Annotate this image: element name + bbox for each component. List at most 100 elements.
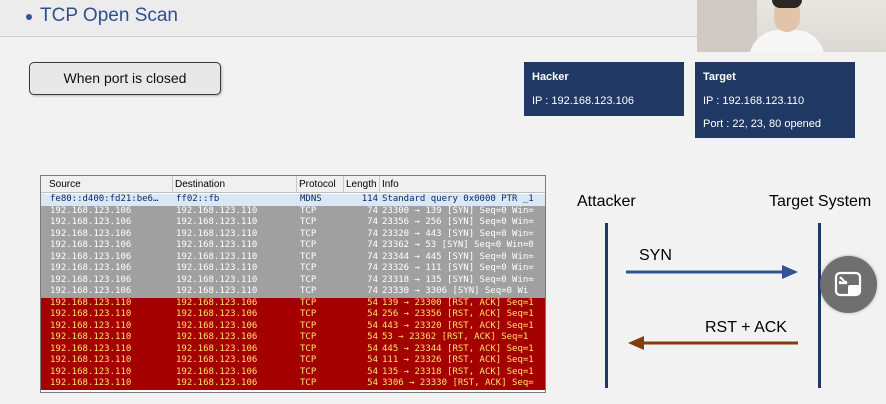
- packet-info: 443 → 23320 [RST, ACK] Seq=1: [382, 320, 534, 331]
- packet-source: 192.168.123.110: [50, 297, 132, 308]
- packet-destination: 192.168.123.106: [176, 378, 258, 388]
- packet-protocol: TCP: [300, 286, 317, 296]
- packet-source: 192.168.123.106: [50, 240, 132, 250]
- packet-length: 54: [367, 366, 378, 377]
- hacker-title: Hacker: [532, 71, 569, 83]
- packet-info: 23362 → 53 [SYN] Seq=0 Win=0: [382, 240, 534, 250]
- attacker-label: Attacker: [577, 193, 636, 210]
- packet-length: 74: [367, 274, 378, 285]
- packet-length: 74: [367, 286, 378, 296]
- packet-info: Standard query 0x0000 PTR _1: [382, 194, 534, 204]
- packet-source: fe80::d400:fd21:be6…: [50, 194, 159, 204]
- packet-destination: 192.168.123.110: [176, 274, 258, 285]
- packet-destination: 192.168.123.106: [176, 332, 258, 342]
- packet-source: 192.168.123.106: [50, 286, 132, 296]
- packet-source: 192.168.123.110: [50, 309, 132, 319]
- packet-destination: 192.168.123.110: [176, 263, 258, 273]
- presenter-webcam: [697, 0, 886, 52]
- packet-info: 135 → 23318 [RST, ACK] Seq=1: [382, 366, 534, 377]
- packet-capture-table: Source Destination Protocol Length Info …: [40, 175, 546, 393]
- packet-protocol: TCP: [300, 320, 317, 331]
- packet-info: 23326 → 111 [SYN] Seq=0 Win=: [382, 263, 534, 273]
- attacker-timeline: [605, 223, 608, 388]
- packet-source: 192.168.123.106: [50, 274, 132, 285]
- target-timeline: [818, 223, 821, 388]
- packet-destination: 192.168.123.110: [176, 240, 258, 250]
- packet-destination: 192.168.123.106: [176, 309, 258, 319]
- packet-destination: 192.168.123.106: [176, 297, 258, 308]
- packet-destination: 192.168.123.110: [176, 217, 258, 227]
- packet-length: 74: [367, 240, 378, 250]
- packet-destination: 192.168.123.106: [176, 366, 258, 377]
- packet-info: 445 → 23344 [RST, ACK] Seq=1: [382, 343, 534, 354]
- column-header-length[interactable]: Length: [346, 179, 377, 190]
- rst-ack-label: RST + ACK: [705, 319, 787, 336]
- column-header-source[interactable]: Source: [49, 179, 81, 190]
- slide-title: TCP Open Scan: [40, 5, 179, 26]
- packet-length: 54: [367, 343, 378, 354]
- column-header-protocol[interactable]: Protocol: [299, 179, 336, 190]
- packet-length: 74: [367, 205, 378, 216]
- packet-source: 192.168.123.110: [50, 355, 132, 365]
- presenter-body: [749, 30, 825, 52]
- packet-protocol: TCP: [300, 217, 317, 227]
- packet-destination: 192.168.123.106: [176, 343, 258, 354]
- packet-length: 74: [367, 228, 378, 239]
- webcam-background: [697, 0, 757, 52]
- target-system-label: Target System: [769, 193, 872, 210]
- packet-row[interactable]: fe80::d400:fd21:be6… ff02::fb MDNS 114 Stand…: [41, 194, 545, 206]
- packet-row[interactable]: 192.168.123.106 192.168.123.110 TCP 74 23330…: [41, 286, 545, 298]
- target-ports: Port : 22, 23, 80 opened: [703, 118, 822, 130]
- hacker-info-box: Hacker IP : 192.168.123.106: [524, 62, 684, 116]
- picture-in-picture-button[interactable]: [820, 256, 877, 313]
- packet-destination: 192.168.123.110: [176, 286, 258, 296]
- packet-protocol: TCP: [300, 355, 317, 365]
- packet-source: 192.168.123.110: [50, 378, 132, 388]
- packet-source: 192.168.123.110: [50, 366, 132, 377]
- case-label: When port is closed: [29, 62, 221, 95]
- syn-arrow: [626, 265, 798, 279]
- packet-info: 23300 → 139 [SYN] Seq=0 Win=: [382, 205, 534, 216]
- packet-length: 54: [367, 355, 378, 365]
- target-ip: IP : 192.168.123.110: [703, 95, 805, 107]
- packet-protocol: MDNS: [300, 194, 322, 204]
- packet-length: 74: [367, 251, 378, 262]
- packet-source: 192.168.123.106: [50, 228, 132, 239]
- packet-protocol: TCP: [300, 309, 317, 319]
- packet-info: 23330 → 3306 [SYN] Seq=0 Wi: [382, 286, 529, 296]
- column-header-destination[interactable]: Destination: [175, 179, 226, 190]
- packet-table-header: Source Destination Protocol Length Info: [41, 176, 545, 193]
- packet-info: 23356 → 256 [SYN] Seq=0 Win=: [382, 217, 534, 227]
- column-header-info[interactable]: Info: [382, 179, 399, 190]
- packet-source: 192.168.123.106: [50, 251, 132, 262]
- packet-source: 192.168.123.110: [50, 320, 132, 331]
- packet-source: 192.168.123.106: [50, 205, 132, 216]
- packet-row[interactable]: 192.168.123.106 192.168.123.110 TCP 74 23300…: [41, 205, 545, 217]
- packet-protocol: TCP: [300, 274, 317, 285]
- packet-destination: 192.168.123.110: [176, 205, 258, 216]
- rst-ack-arrow: [628, 336, 798, 350]
- presenter-hair: [772, 0, 802, 8]
- packet-info: 111 → 23326 [RST, ACK] Seq=1: [382, 355, 534, 365]
- packet-protocol: TCP: [300, 205, 317, 216]
- packet-destination: ff02::fb: [176, 194, 220, 204]
- packet-length: 74: [367, 217, 378, 227]
- hacker-ip: IP : 192.168.123.106: [532, 95, 634, 107]
- packet-info: 256 → 23356 [RST, ACK] Seq=1: [382, 309, 534, 319]
- target-info-box: Target IP : 192.168.123.110 Port : 22, 2…: [695, 62, 855, 138]
- packet-length: 114: [361, 194, 378, 204]
